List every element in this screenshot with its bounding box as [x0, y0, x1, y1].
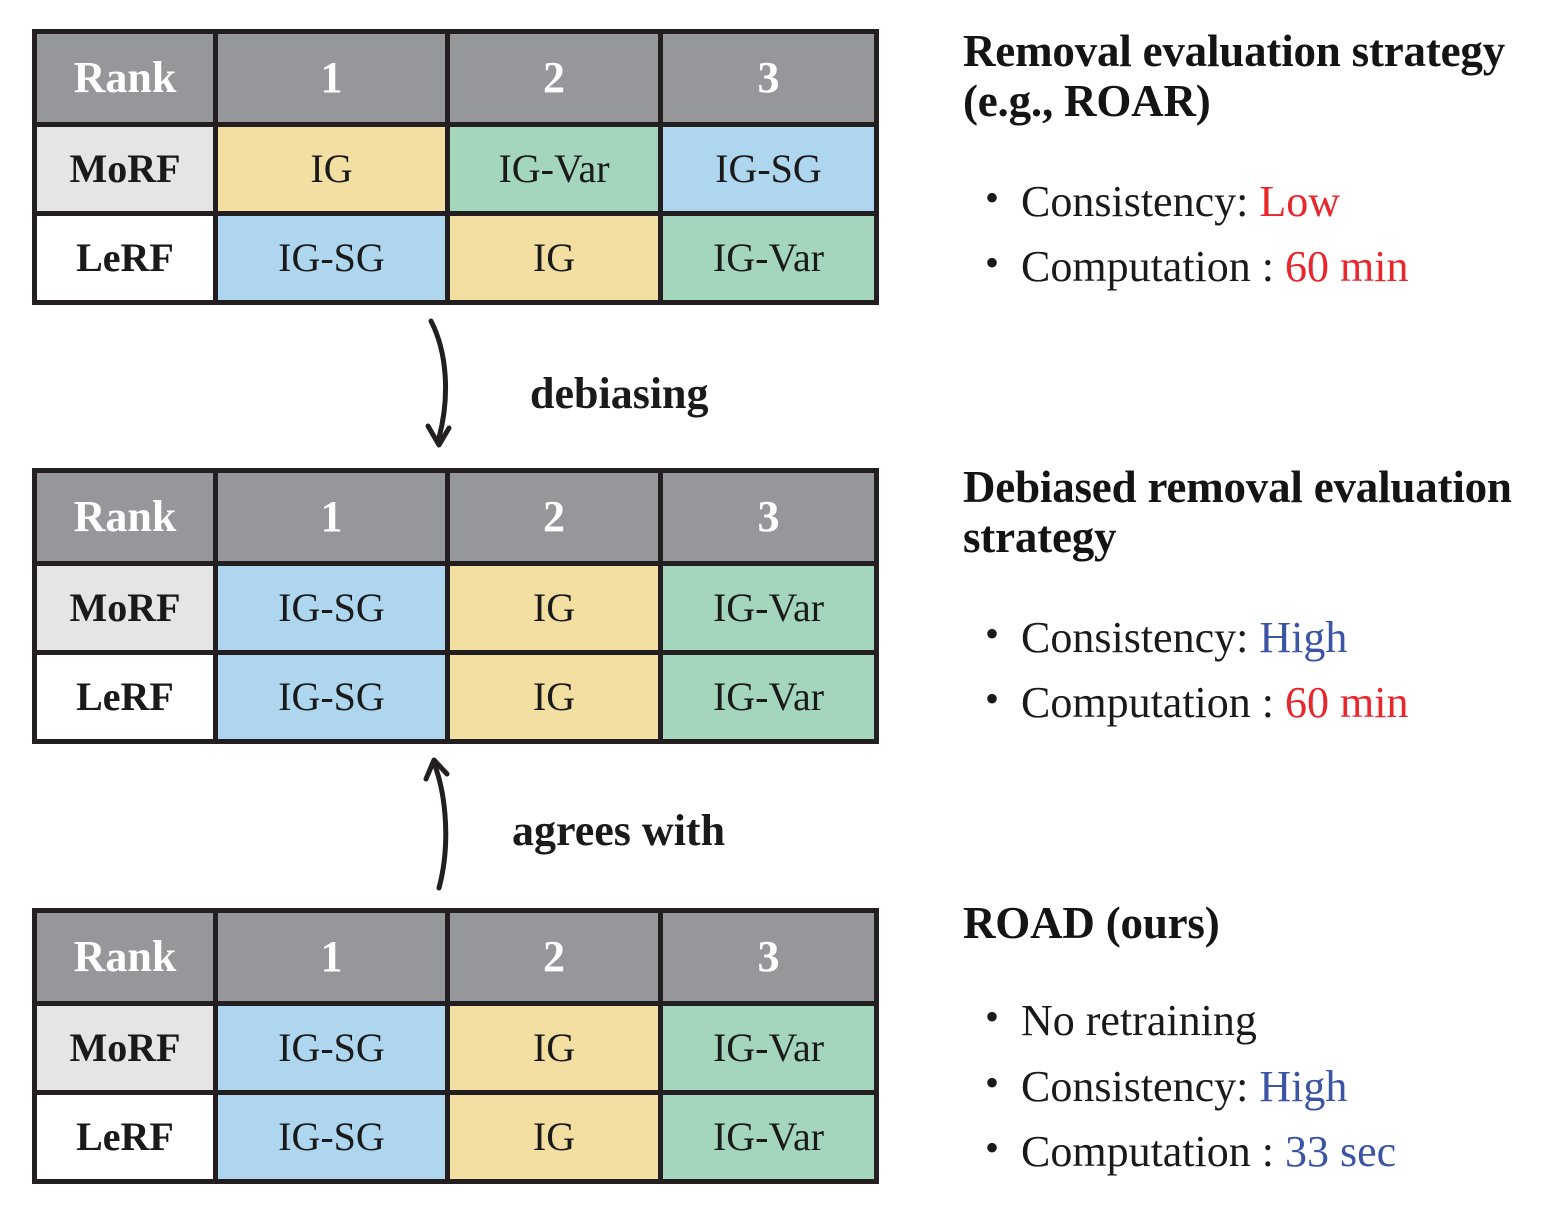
rank-cell: IG [445, 211, 663, 305]
agrees-with-arrow-label: agrees with [512, 806, 726, 855]
bullet-item: Computation : 33 sec [963, 1118, 1563, 1184]
rank-cell: IG [445, 650, 663, 744]
rank-cell: IG-Var [658, 211, 879, 305]
rank-cell: IG-SG [658, 122, 879, 216]
rank-cell: IG [445, 1090, 663, 1184]
rank-cell: IG-Var [658, 1090, 879, 1184]
bullet-value: 60 min [1274, 677, 1409, 727]
bullet-item: Computation : 60 min [963, 669, 1563, 735]
panel-title: Removal evaluation strategy (e.g., ROAR) [963, 26, 1506, 127]
panel-bullet-list: Consistency: LowComputation : 60 min [963, 168, 1563, 299]
header-cell-rank-2: 2 [445, 29, 663, 127]
rank-cell: IG-SG [213, 211, 450, 305]
bullet-label: Computation : [1021, 1126, 1274, 1176]
header-cell-rank: Rank [32, 29, 218, 127]
bullet-value: 60 min [1274, 241, 1409, 291]
bullet-label: Consistency: [1021, 1061, 1249, 1111]
row-label-morf: MoRF [32, 561, 218, 655]
rank-cell: IG-Var [658, 1001, 879, 1095]
debiasing-arrow-icon [425, 318, 452, 448]
row-label-lerf: LeRF [32, 1090, 218, 1184]
rank-cell: IG [213, 122, 450, 216]
rank-cell: IG-Var [658, 561, 879, 655]
rank-cell: IG [445, 561, 663, 655]
header-cell-rank-1: 1 [213, 908, 450, 1006]
rank-cell: IG-Var [658, 650, 879, 744]
bullet-label: Consistency: [1021, 612, 1249, 662]
bullet-item: Consistency: High [963, 604, 1563, 670]
panel-bullet-list: Consistency: HighComputation : 60 min [963, 604, 1563, 735]
bullet-label: Computation : [1021, 241, 1274, 291]
panel-bullet-list: No retrainingConsistency: HighComputatio… [963, 987, 1563, 1184]
header-cell-rank: Rank [32, 468, 218, 566]
rank-cell: IG-SG [213, 650, 450, 744]
header-cell-rank-3: 3 [658, 468, 879, 566]
bullet-value: 33 sec [1274, 1126, 1397, 1176]
rank-cell: IG [445, 1001, 663, 1095]
bullet-value: High [1248, 612, 1348, 662]
rank-cell: IG-SG [213, 561, 450, 655]
row-label-morf: MoRF [32, 122, 218, 216]
debiasing-arrow-label: debiasing [530, 369, 709, 418]
panel-title: ROAD (ours) [963, 898, 1220, 948]
bullet-label: Consistency: [1021, 176, 1249, 226]
header-cell-rank-3: 3 [658, 29, 879, 127]
bullet-item: Computation : 60 min [963, 233, 1563, 299]
bullet-item: Consistency: Low [963, 168, 1563, 234]
rank-cell: IG-SG [213, 1090, 450, 1184]
row-label-morf: MoRF [32, 1001, 218, 1095]
panel-road-ours: ROAD (ours) No retrainingConsistency: Hi… [963, 898, 1563, 1184]
header-cell-rank-2: 2 [445, 468, 663, 566]
rank-cell: IG-SG [213, 1001, 450, 1095]
panel-title: Debiased removal evaluation strategy [963, 462, 1512, 563]
bullet-label: No retraining [1021, 996, 1257, 1046]
bullet-item: Consistency: High [963, 1052, 1563, 1119]
bullet-value: Low [1248, 176, 1340, 226]
row-label-lerf: LeRF [32, 650, 218, 744]
panel-removal-evaluation-strategy: Removal evaluation strategy (e.g., ROAR)… [963, 26, 1563, 299]
agrees-with-arrow-icon [423, 757, 450, 891]
panel-debiased-removal-evaluation-strategy: Debiased removal evaluation strategy Con… [963, 462, 1563, 735]
bullet-item: No retraining [963, 987, 1563, 1053]
header-cell-rank-2: 2 [445, 908, 663, 1006]
row-label-lerf: LeRF [32, 211, 218, 305]
rank-cell: IG-Var [445, 122, 663, 216]
header-cell-rank-3: 3 [658, 908, 879, 1006]
header-cell-rank-1: 1 [213, 29, 450, 127]
header-cell-rank-1: 1 [213, 468, 450, 566]
header-cell-rank: Rank [32, 908, 218, 1006]
bullet-label: Computation : [1021, 677, 1274, 727]
bullet-value: High [1248, 1061, 1348, 1111]
